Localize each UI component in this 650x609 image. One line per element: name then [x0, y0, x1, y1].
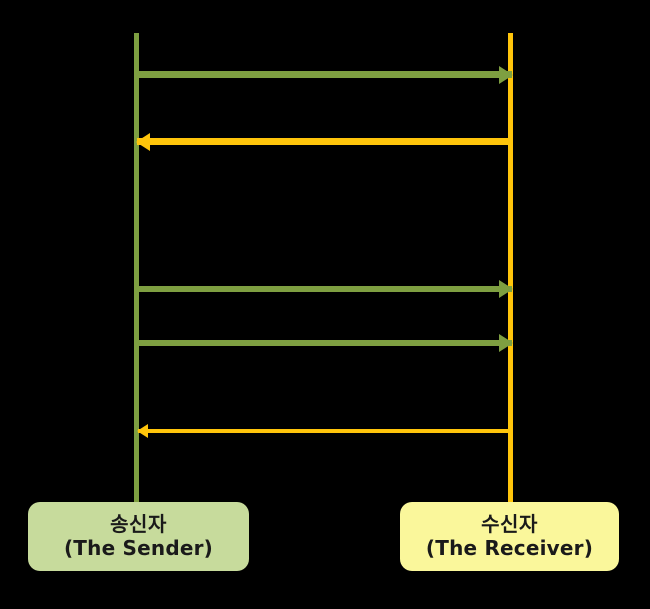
- actor-receiver-name-ko: 수신자: [481, 511, 538, 536]
- actor-box-sender[interactable]: 송신자 (The Sender): [28, 502, 249, 571]
- message-arrow-5[interactable]: [137, 424, 512, 438]
- arrowhead-left-icon-5: [137, 424, 148, 438]
- actor-receiver-name-en: (The Receiver): [425, 535, 594, 560]
- arrowhead-left-icon-2: [136, 132, 150, 151]
- actor-box-receiver[interactable]: 수신자 (The Receiver): [400, 502, 619, 571]
- actor-sender-name-ko: 송신자: [110, 511, 167, 536]
- lifeline-sender: [134, 33, 139, 502]
- arrowhead-right-icon-1: [499, 65, 513, 84]
- message-arrow-4[interactable]: [136, 334, 513, 352]
- message-shaft-5: [138, 429, 512, 433]
- message-shaft-4: [136, 340, 512, 346]
- actor-sender-name-en: (The Sender): [63, 535, 214, 560]
- message-shaft-3: [136, 286, 512, 292]
- message-arrow-2[interactable]: [136, 132, 513, 151]
- arrowhead-right-icon-3: [499, 280, 513, 298]
- lifeline-receiver: [508, 33, 513, 502]
- message-shaft-2: [137, 138, 513, 145]
- message-arrow-1[interactable]: [138, 65, 513, 84]
- message-arrow-3[interactable]: [136, 280, 513, 298]
- arrowhead-right-icon-4: [499, 334, 513, 352]
- message-shaft-1: [138, 71, 512, 78]
